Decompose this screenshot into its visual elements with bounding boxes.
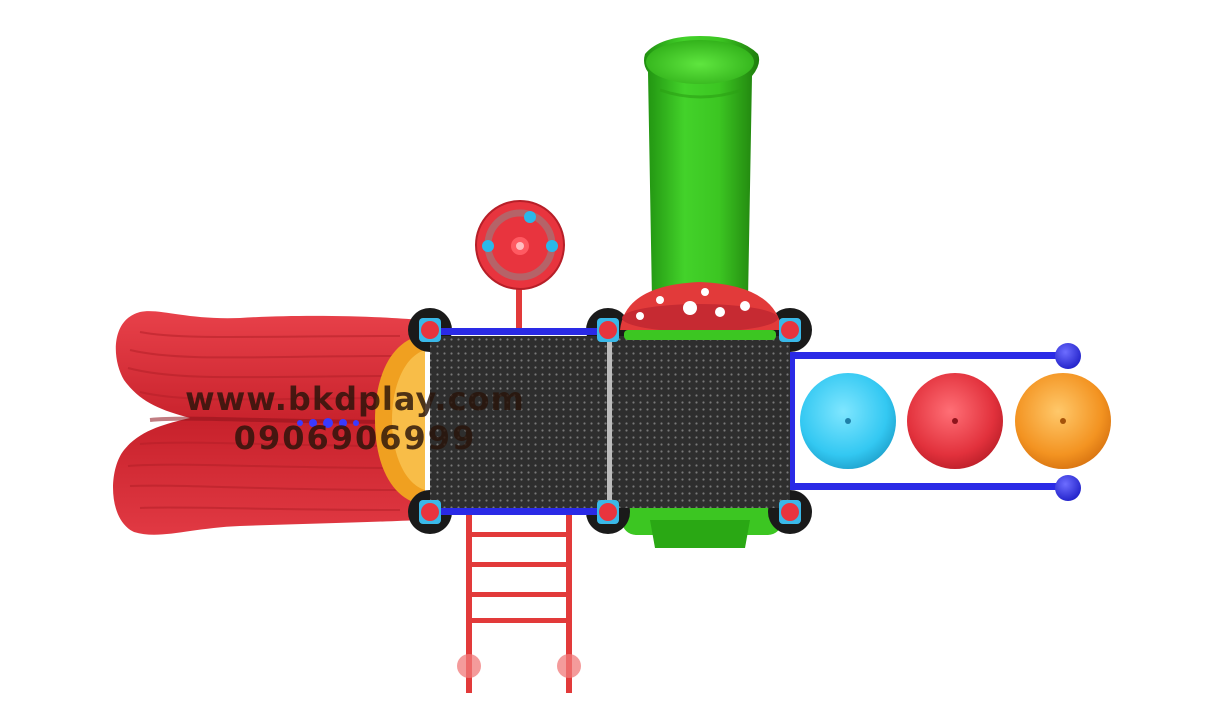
deck-platform bbox=[430, 328, 790, 515]
tube-opening bbox=[646, 40, 754, 84]
ladder-rail-right bbox=[566, 515, 572, 693]
stepper-orange bbox=[1015, 373, 1111, 469]
frame-cap bbox=[1055, 343, 1081, 369]
hood-dots bbox=[297, 418, 359, 428]
wavy-double-slide bbox=[113, 311, 425, 535]
post-caps bbox=[419, 318, 801, 524]
climbing-ladder bbox=[457, 515, 581, 693]
ladder-rail-left bbox=[466, 515, 472, 693]
deck-base bbox=[622, 500, 782, 548]
mushroom-roof bbox=[620, 282, 782, 340]
stepping-stones bbox=[800, 373, 1111, 469]
stepping-frame bbox=[788, 343, 1081, 501]
steering-wheel bbox=[475, 200, 565, 330]
tube-slide bbox=[644, 36, 760, 300]
frame-cap bbox=[1055, 475, 1081, 501]
stepper-cyan bbox=[800, 373, 896, 469]
wheel-pole bbox=[516, 250, 522, 330]
stepper-red bbox=[907, 373, 1003, 469]
